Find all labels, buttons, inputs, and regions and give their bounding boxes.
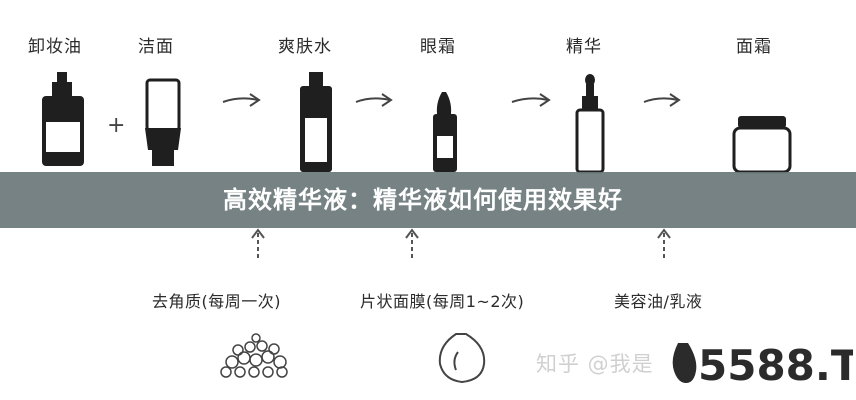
eye-cream-bottle-icon [433,92,457,172]
step-label-toner: 爽肤水 [278,37,332,57]
plus-icon: + [107,113,125,138]
arrow-up-icon [251,228,265,258]
cleanser-tube-icon [145,78,181,166]
note-label-exfoliation: 去角质(每周一次) [152,292,281,311]
step-label-face-cream: 面霜 [736,37,772,57]
step-label-serum: 精华 [566,37,602,57]
arrow-up-icon [657,228,671,258]
site-logo: 5588.TV [672,341,853,389]
drop-logo-icon [672,343,697,383]
logo-text: 5588.TV [698,341,853,389]
exfoliant-granules-icon [220,333,288,378]
title-banner: 高效精华液：精华液如何使用效果好 [0,172,856,228]
arrow-right-icon [511,93,551,107]
note-label-sheet-mask: 片状面膜(每周1~2次) [360,292,525,311]
toner-bottle-icon [300,72,332,172]
step-label-eye-cream: 眼霜 [420,37,456,57]
sheet-mask-icon [438,333,486,384]
note-label-beauty-oil-lotion: 美容油/乳液 [614,292,703,311]
step-label-cleanser: 洁面 [138,37,174,57]
arrow-right-icon [222,93,261,107]
step-label-makeup-remover-oil: 卸妆油 [28,37,82,57]
arrow-right-icon [355,93,393,107]
arrow-up-icon [405,228,419,258]
zhihu-watermark: 知乎 @我是 [536,352,654,376]
page-title: 高效精华液：精华液如何使用效果好 [223,186,623,214]
face-cream-jar-icon [732,116,792,174]
serum-dropper-bottle-icon [575,74,605,174]
pump-bottle-icon [42,72,84,166]
arrow-right-icon [643,93,681,107]
